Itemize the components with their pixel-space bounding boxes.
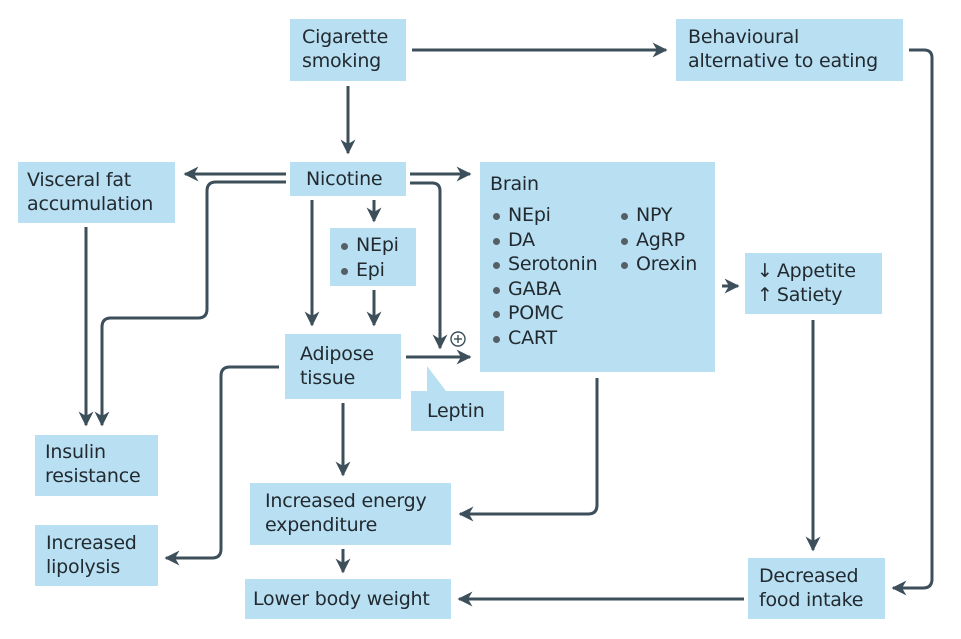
edge-behavioural-to-foodintake <box>891 48 934 596</box>
node-brain: Brain NEpi DA Serotonin GABA POMC CART N… <box>480 162 715 372</box>
node-text: lipolysis <box>46 556 121 578</box>
brain-item: NPY <box>618 203 697 228</box>
edge-nicotine-to-leptin-link <box>410 181 448 350</box>
node-increased-energy-expenditure: Increased energy expenditure <box>250 483 451 545</box>
catecholamine-item: Epi <box>338 258 416 283</box>
node-adipose-tissue: Adipose tissue <box>285 334 401 399</box>
node-text: expenditure <box>265 514 378 536</box>
node-text: accumulation <box>27 193 154 215</box>
node-text: alternative to eating <box>688 50 879 72</box>
node-text: Visceral fat <box>27 169 132 191</box>
edge-adipose-to-lipolysis <box>164 365 279 566</box>
node-nicotine: Nicotine <box>290 162 406 196</box>
brain-item: POMC <box>490 301 618 326</box>
edge-brain-to-energy <box>458 378 599 522</box>
satiety-line: ↑ Satiety <box>757 283 882 307</box>
brain-item: CART <box>490 326 618 351</box>
node-text: Leptin <box>427 400 485 422</box>
node-text: Decreased <box>759 565 859 587</box>
node-appetite-satiety: ↓ Appetite ↑ Satiety <box>745 253 882 314</box>
node-text: resistance <box>45 465 141 487</box>
brain-title: Brain <box>490 173 539 195</box>
brain-list-col1: NEpi DA Serotonin GABA POMC CART <box>490 203 618 350</box>
node-increased-lipolysis: Increased lipolysis <box>35 525 158 586</box>
up-arrow-icon: ↑ <box>757 284 773 306</box>
node-catecholamines: NEpi Epi <box>330 228 416 286</box>
node-text: tissue <box>300 367 356 389</box>
brain-item: NEpi <box>490 203 618 228</box>
down-arrow-icon: ↓ <box>757 260 773 282</box>
node-text: Nicotine <box>306 168 383 190</box>
node-text: Increased energy <box>265 490 427 512</box>
leptin-callout-tail <box>427 366 446 391</box>
node-text: Adipose <box>300 343 374 365</box>
brain-item: DA <box>490 228 618 253</box>
appetite-line: ↓ Appetite <box>757 259 882 283</box>
node-text: Increased <box>46 532 137 554</box>
brain-item: GABA <box>490 277 618 302</box>
node-visceral-fat: Visceral fat accumulation <box>18 162 175 223</box>
node-text: smoking <box>302 50 382 72</box>
node-text: Cigarette <box>302 26 389 48</box>
node-insulin-resistance: Insulin resistance <box>35 435 158 496</box>
node-text: Insulin <box>45 441 106 463</box>
brain-item: Orexin <box>618 252 697 277</box>
brain-item: Serotonin <box>490 252 618 277</box>
node-cigarette-smoking: Cigarette smoking <box>290 19 406 81</box>
catecholamine-item: NEpi <box>338 233 416 258</box>
node-behavioural-alternative: Behavioural alternative to eating <box>676 19 903 81</box>
brain-list-col2: NPY AgRP Orexin <box>618 203 697 350</box>
node-leptin: Leptin <box>411 391 504 431</box>
stimulation-plus-icon <box>450 331 466 347</box>
node-text: Lower body weight <box>253 588 430 610</box>
node-text: Satiety <box>776 284 843 306</box>
edge-nicotine-to-insulin <box>94 180 286 427</box>
node-text: food intake <box>759 589 864 611</box>
node-text: Behavioural <box>688 26 800 48</box>
node-text: Appetite <box>776 260 856 282</box>
node-decreased-food-intake: Decreased food intake <box>748 558 885 619</box>
node-lower-body-weight: Lower body weight <box>245 579 451 619</box>
brain-item: AgRP <box>618 228 697 253</box>
